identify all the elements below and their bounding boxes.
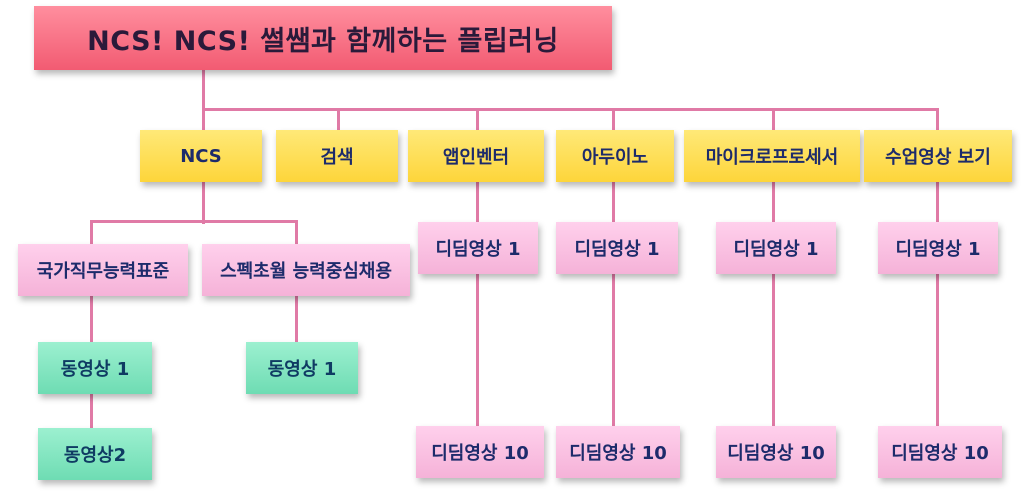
category-ncs[interactable]: NCS — [140, 130, 262, 182]
connector-cat-5 — [772, 108, 775, 132]
root-title: NCS! NCS! 썰쌤과 함께하는 플립러닝 — [34, 6, 612, 70]
ncs-child-national-standards[interactable]: 국가직무능력표준 — [18, 244, 188, 296]
ncs-video-1[interactable]: 동영상 1 — [38, 342, 152, 394]
category-microprocessor[interactable]: 마이크로프로세서 — [684, 130, 860, 182]
connector-cat-2 — [337, 108, 340, 132]
connector-ncs-child-2 — [295, 220, 298, 244]
connector-video-col-4a — [936, 180, 939, 226]
connector-green-1a — [90, 294, 93, 344]
ncs-video-2[interactable]: 동영상2 — [38, 428, 152, 480]
app-inventor-video-first[interactable]: 디딤영상 1 — [418, 222, 538, 274]
connector-video-col-4b — [936, 270, 939, 428]
connector-ncs-down — [202, 180, 205, 224]
connector-cat-4 — [612, 108, 615, 132]
connector-ncs-bus — [90, 220, 298, 223]
connector-video-col-1a — [476, 180, 479, 226]
connector-green-2 — [295, 294, 298, 344]
connector-root-down — [202, 70, 205, 110]
connector-cat-3 — [476, 108, 479, 132]
microprocessor-video-last[interactable]: 디딤영상 10 — [716, 426, 836, 478]
app-inventor-video-last[interactable]: 디딤영상 10 — [416, 426, 544, 478]
class-videos-video-first[interactable]: 디딤영상 1 — [878, 222, 998, 274]
category-app-inventor[interactable]: 앱인벤터 — [408, 130, 544, 182]
arduino-video-last[interactable]: 디딤영상 10 — [556, 426, 680, 478]
connector-ncs-child-1 — [90, 220, 93, 244]
category-arduino[interactable]: 아두이노 — [556, 130, 674, 182]
connector-video-col-2a — [612, 180, 615, 226]
competency-video-1[interactable]: 동영상 1 — [246, 342, 358, 394]
connector-category-bus — [202, 108, 939, 111]
ncs-child-competency-hiring[interactable]: 스펙초월 능력중심채용 — [202, 244, 410, 296]
connector-cat-6 — [936, 108, 939, 132]
connector-green-1b — [90, 392, 93, 430]
category-search[interactable]: 검색 — [276, 130, 398, 182]
arduino-video-first[interactable]: 디딤영상 1 — [556, 222, 678, 274]
connector-video-col-3a — [772, 180, 775, 226]
connector-video-col-1b — [476, 270, 479, 428]
connector-video-col-2b — [612, 270, 615, 428]
connector-video-col-3b — [772, 270, 775, 428]
category-class-videos[interactable]: 수업영상 보기 — [864, 130, 1012, 182]
class-videos-video-last[interactable]: 디딤영상 10 — [878, 426, 1002, 478]
microprocessor-video-first[interactable]: 디딤영상 1 — [716, 222, 836, 274]
connector-cat-1 — [202, 108, 205, 132]
